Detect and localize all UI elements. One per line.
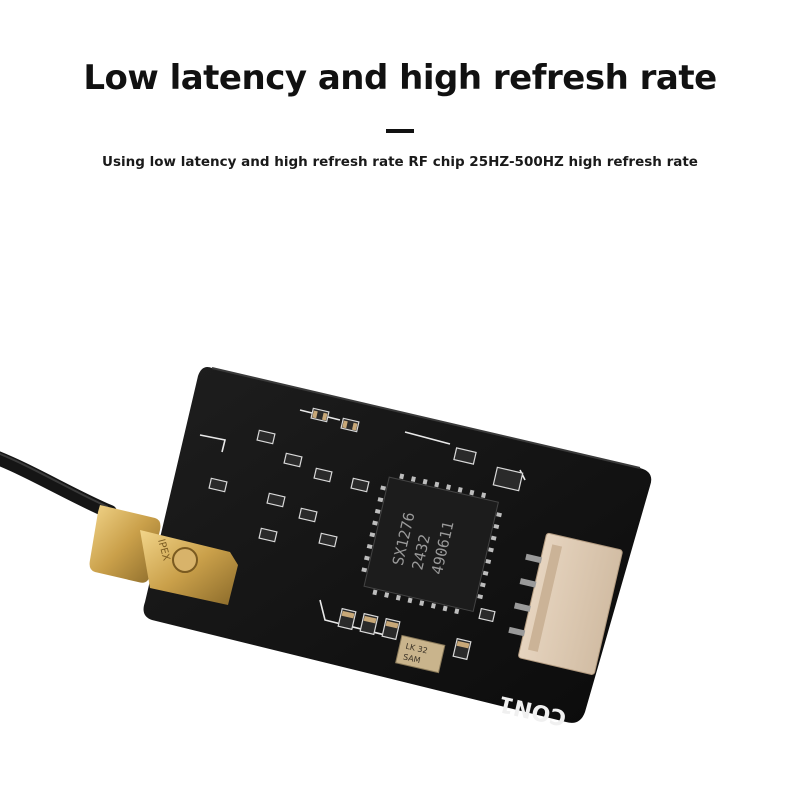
jst-connector [508,532,623,675]
crystal-marking-line-2: SAM [402,652,421,665]
ipex-connector: IPEX [89,505,238,605]
smd-components [208,407,524,661]
page-subtitle: Using low latency and high refresh rate … [102,154,698,170]
antenna-cable [0,451,117,519]
crystal-oscillator: LK 32 SAM [395,634,446,674]
title-divider [386,129,414,133]
rf-chip: SX1276 2432 490611 [361,473,502,615]
product-photo: SX1276 2432 490611 LK 32 SAM IPEX CON1 [0,367,652,730]
header: Low latency and high refresh rate Using … [0,0,800,230]
page-title: Low latency and high refresh rate [83,58,717,98]
